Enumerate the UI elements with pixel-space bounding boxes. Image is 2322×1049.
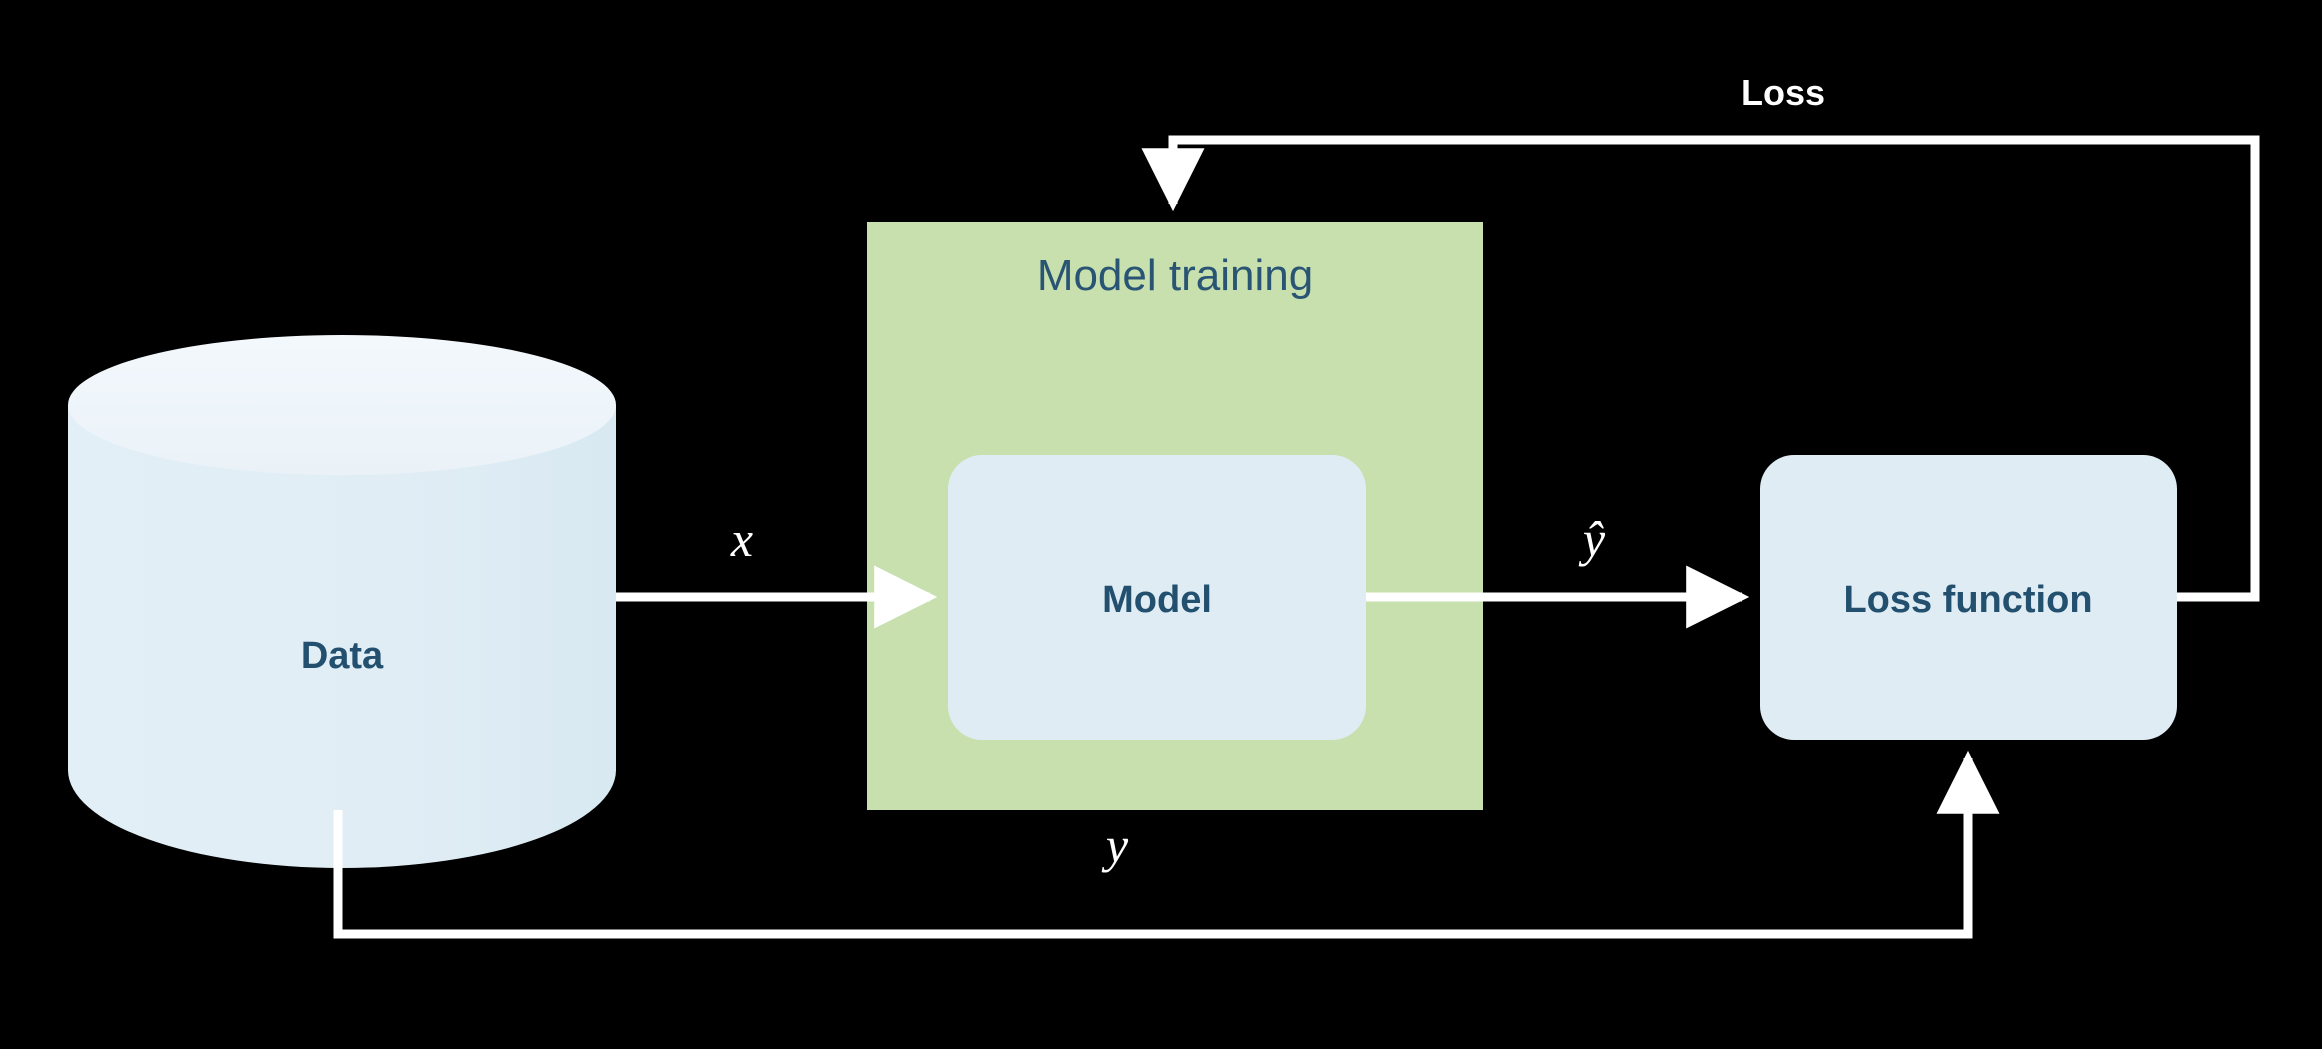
edge-label-loss: Loss <box>1741 72 1825 113</box>
node-data-store[interactable]: Data <box>68 335 616 868</box>
data-store-label: Data <box>301 635 384 677</box>
edge-label-yhat: ŷ <box>1578 511 1606 567</box>
model-training-label: Model training <box>1037 251 1313 300</box>
edge-data-to-loss: y <box>333 750 2000 939</box>
edge-loss-to-training-line <box>1141 135 2260 602</box>
edge-label-y: y <box>1101 817 1129 873</box>
loss-function-box <box>1760 455 2177 740</box>
data-cylinder-body <box>68 405 616 868</box>
edge-loss-to-training: Loss <box>1141 72 2260 602</box>
edge-label-x: x <box>730 511 753 567</box>
edge-model-to-loss: ŷ <box>1366 511 1750 629</box>
edge-data-to-model: x <box>616 511 938 629</box>
data-cylinder-top <box>68 335 616 475</box>
model-label: Model <box>1102 579 1212 621</box>
node-loss-function[interactable]: Loss function <box>1760 455 2177 740</box>
node-model[interactable]: Model <box>948 455 1366 740</box>
edge-data-to-loss-line <box>333 750 2000 939</box>
loss-function-label: Loss function <box>1843 579 2092 621</box>
model-box <box>948 455 1366 740</box>
